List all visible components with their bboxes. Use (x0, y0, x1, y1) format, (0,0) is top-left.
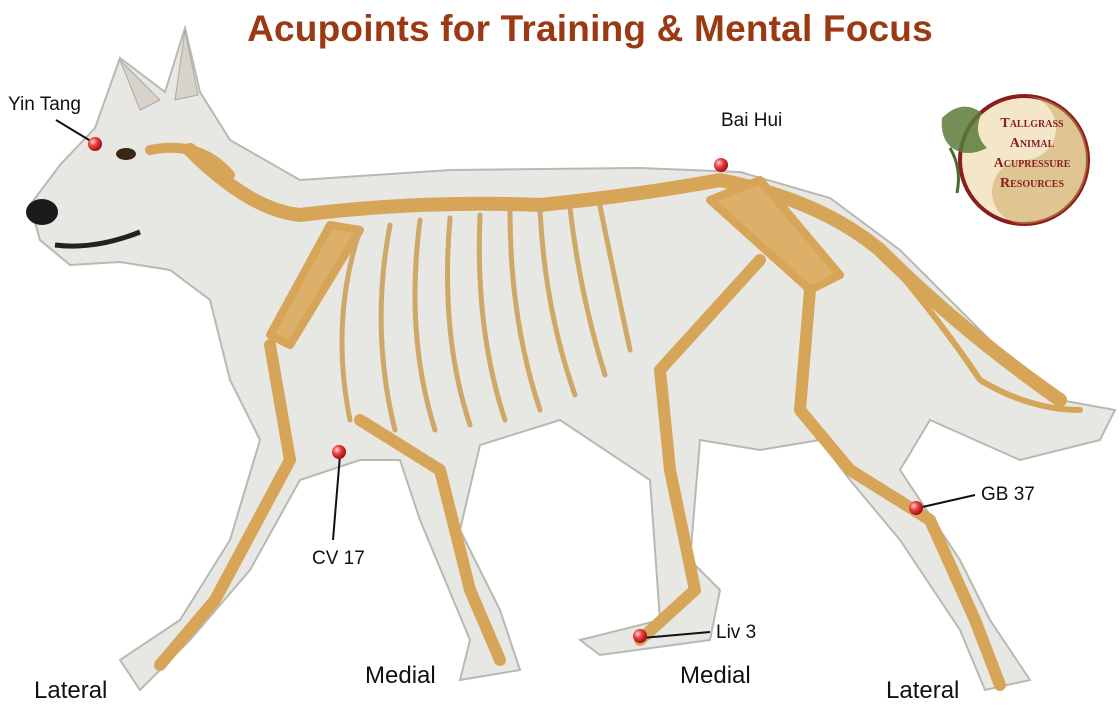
acupoint-label-yin-tang: Yin Tang (8, 94, 81, 116)
logo-line: Animal (972, 134, 1092, 154)
acupoint-label-cv-17: CV 17 (312, 548, 365, 570)
acupoint-label-liv-3: Liv 3 (716, 622, 756, 644)
logo-line: Tallgrass (972, 114, 1092, 134)
view-label-medial-hind: Medial (680, 662, 751, 690)
view-label-medial-front: Medial (365, 662, 436, 690)
logo-line: Acupressure (972, 154, 1092, 174)
eye (116, 148, 136, 160)
acupoint-bai-hui-marker (714, 158, 728, 172)
acupoint-cv-17-marker (332, 445, 346, 459)
acupoint-label-bai-hui: Bai Hui (721, 110, 782, 132)
view-label-lateral-front: Lateral (34, 677, 107, 705)
acupoint-label-gb-37: GB 37 (981, 484, 1035, 506)
logo-line: Resources (972, 174, 1092, 194)
acupoint-liv-3-marker (633, 629, 647, 643)
acupoint-yin-tang-marker (88, 137, 102, 151)
acupoint-gb-37-marker (909, 501, 923, 515)
tallgrass-logo: Tallgrass Animal Acupressure Resources (932, 88, 1092, 233)
view-label-lateral-hind: Lateral (886, 677, 959, 705)
logo-text: Tallgrass Animal Acupressure Resources (972, 114, 1092, 194)
nose (26, 199, 58, 225)
